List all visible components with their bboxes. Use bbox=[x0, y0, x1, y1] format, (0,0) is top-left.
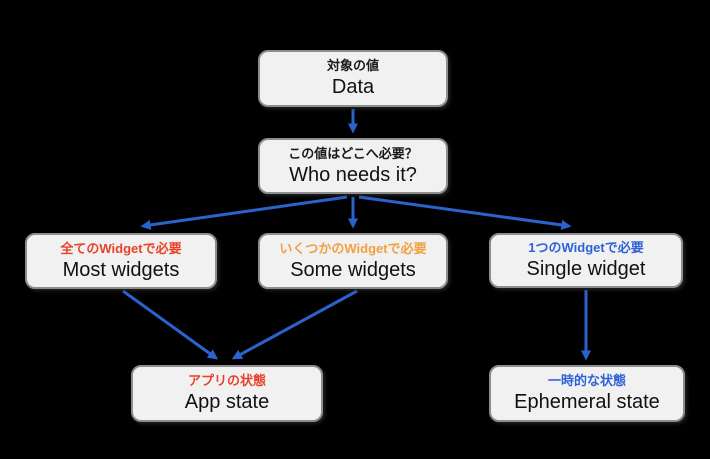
arrow-who-to-most bbox=[140, 195, 348, 230]
node-single-widget: 1つのWidgetで必要 Single widget bbox=[489, 233, 683, 288]
node-most-widgets: 全てのWidgetで必要 Most widgets bbox=[25, 233, 217, 289]
node-app-state-en-label: App state bbox=[184, 391, 270, 413]
node-ephemeral-state-jp-label: 一時的な状態 bbox=[547, 373, 626, 388]
node-single-widget-en-label: Single widget bbox=[526, 258, 646, 280]
node-single-widget-jp-label: 1つのWidgetで必要 bbox=[528, 240, 644, 255]
node-app-state: アプリの状態 App state bbox=[131, 365, 323, 422]
arrow-who-to-single bbox=[358, 195, 572, 231]
node-data-en-label: Data bbox=[331, 76, 375, 98]
node-most-widgets-en-label: Most widgets bbox=[62, 258, 180, 281]
node-ephemeral-state-en-label: Ephemeral state bbox=[514, 391, 660, 413]
arrow-some-to-app bbox=[231, 289, 358, 360]
node-who-needs-it-en-label: Who needs it? bbox=[289, 163, 417, 186]
node-data-jp-label: 対象の値 bbox=[326, 58, 379, 73]
arrow-most-to-app bbox=[122, 289, 219, 360]
node-some-widgets-jp-label: いくつかのWidgetで必要 bbox=[279, 240, 427, 256]
node-app-state-jp-label: アプリの状態 bbox=[187, 373, 266, 388]
node-ephemeral-state: 一時的な状態 Ephemeral state bbox=[489, 365, 685, 422]
node-some-widgets: いくつかのWidgetで必要 Some widgets bbox=[258, 233, 448, 289]
node-who-needs-it-jp-label: この値はどこへ必要？ bbox=[288, 145, 418, 161]
node-some-widgets-en-label: Some widgets bbox=[290, 258, 416, 281]
node-most-widgets-jp-label: 全てのWidgetで必要 bbox=[60, 240, 182, 256]
node-data: 対象の値 Data bbox=[258, 50, 448, 107]
node-who-needs-it: この値はどこへ必要？ Who needs it? bbox=[258, 138, 448, 194]
